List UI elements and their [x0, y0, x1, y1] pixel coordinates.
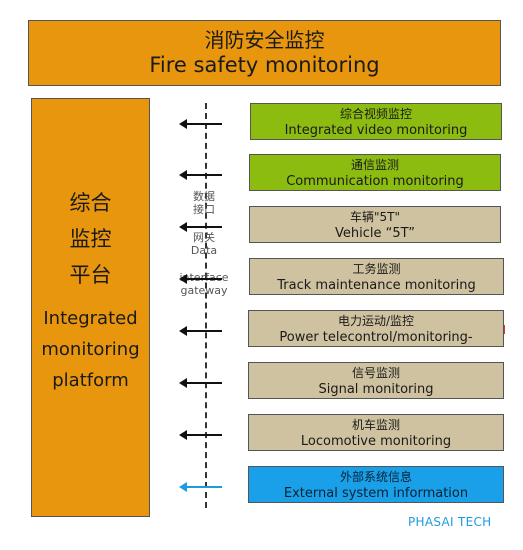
left-arrow-icon [179, 119, 222, 129]
left-arrow-icon [179, 326, 222, 336]
subsystem-box: 车辆"5T" Vehicle “5T” [249, 206, 501, 243]
gateway-en-1: Data [190, 244, 218, 257]
subsystem-label-en: Communication monitoring [286, 174, 464, 189]
subsystem-label-zh: 外部系统信息 [339, 470, 412, 484]
subsystem-label-en: Vehicle “5T” [334, 226, 416, 241]
left-arrow-icon [179, 222, 222, 232]
subsystem-box: 外部系统信息 External system information [248, 466, 504, 503]
platform-zh-line-2: 监控 [69, 227, 112, 251]
subsystem-label-zh: 综合视频监控 [339, 107, 412, 121]
left-arrow-icon [179, 274, 222, 284]
gateway-zh-3: 网关 [193, 231, 215, 244]
subsystem-label-en: Signal monitoring [318, 382, 434, 397]
subsystem-label-zh: 电力运动/监控 [337, 314, 415, 328]
subsystem-box: 通信监测 Communication monitoring [249, 154, 501, 191]
platform-en-line-2: monitoring [41, 339, 140, 360]
integrated-monitoring-platform: 综合 监控 平台 Integrated monitoring platform [31, 98, 150, 517]
subsystem-label-zh: 通信监测 [350, 158, 399, 172]
banner-title-zh: 消防安全监控 [204, 28, 325, 52]
subsystem-label-en: Integrated video monitoring [284, 123, 468, 138]
subsystem-label-en: Power telecontrol/monitoring- [279, 330, 473, 345]
subsystem-label-en: External system information [283, 486, 469, 501]
left-arrow-icon [179, 170, 222, 180]
gateway-en-2: interface [179, 271, 229, 284]
banner-title-en: Fire safety monitoring [149, 53, 380, 77]
subsystem-label-zh: 车辆"5T" [349, 210, 400, 224]
platform-zh-line-3: 平台 [69, 263, 112, 287]
subsystem-label-en: Locomotive monitoring [300, 434, 452, 449]
subsystem-box: 信号监测 Signal monitoring [248, 362, 504, 399]
left-arrow-icon [179, 482, 222, 492]
brand-watermark: PHASAI TECH [408, 515, 492, 529]
gateway-dashed-line [205, 103, 207, 508]
left-arrow-icon [179, 430, 222, 440]
subsystem-box: 综合视频监控 Integrated video monitoring [250, 103, 502, 140]
subsystem-label-zh: 信号监测 [351, 366, 400, 380]
subsystem-box: 电力运动/监控 Power telecontrol/monitoring- [248, 310, 504, 347]
platform-zh-line-1: 综合 [69, 191, 112, 215]
platform-en-line-1: Integrated [43, 308, 138, 329]
left-arrow-icon [179, 378, 222, 388]
subsystem-label-zh: 工务监测 [352, 262, 401, 276]
fire-safety-banner: 消防安全监控 Fire safety monitoring [28, 20, 501, 86]
subsystem-box: 工务监测 Track maintenance monitoring [249, 258, 504, 295]
gateway-en-3: gateway [180, 284, 228, 297]
subsystem-label-zh: 机车监测 [351, 418, 400, 432]
subsystem-label-en: Track maintenance monitoring [277, 278, 476, 293]
data-interface-gateway-label: 数据 接口 网关 Data interface gateway [169, 190, 239, 297]
gateway-zh-1: 数据 [193, 190, 215, 203]
subsystem-box: 机车监测 Locomotive monitoring [248, 414, 504, 451]
gateway-zh-2: 接口 [193, 203, 215, 216]
platform-en-line-3: platform [52, 370, 129, 391]
